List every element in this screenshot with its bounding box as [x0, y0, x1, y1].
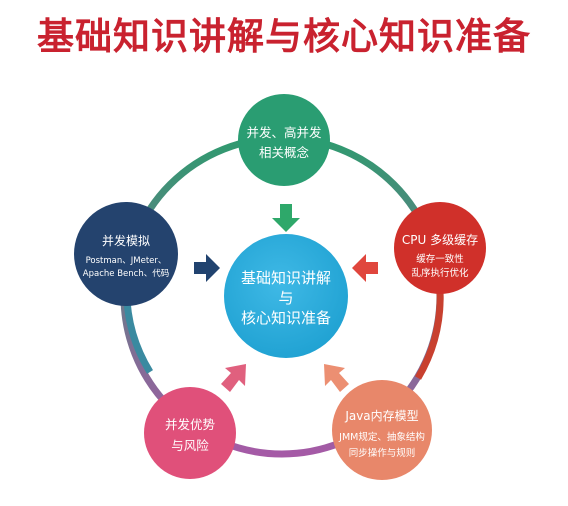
node-title-line: 与风险: [171, 438, 209, 453]
node-sub-line: 缓存一致性: [416, 253, 464, 265]
node-circle: [144, 387, 236, 479]
node-concurrency-risks: 并发优势 与风险: [144, 387, 236, 479]
node-sub-line: 乱序执行优化: [411, 267, 469, 279]
arrow-up-right-icon: [221, 364, 246, 392]
center-line-2: 与: [278, 289, 293, 307]
arrow-down-icon: [272, 204, 300, 232]
node-title-line: CPU 多级缓存: [402, 233, 478, 247]
node-circle: [74, 202, 178, 306]
node-sub-line: 同步操作与规则: [349, 447, 416, 459]
node-circle: [332, 380, 432, 480]
node-java-memory-model: Java内存模型 JMM规定、抽象结构 同步操作与规则: [332, 380, 432, 480]
center-circle: [224, 234, 348, 358]
arrow-left-icon: [352, 254, 378, 282]
center-line-1: 基础知识讲解: [241, 269, 331, 287]
node-sub-line: JMM规定、抽象结构: [338, 431, 425, 443]
node-title-line: 并发优势: [165, 417, 216, 432]
page-title: 基础知识讲解与核心知识准备: [37, 15, 531, 58]
center-line-3: 核心知识准备: [241, 309, 331, 327]
node-title-line: 相关概念: [259, 145, 310, 160]
arrow-up-left-icon: [324, 364, 349, 392]
node-sub-line: Apache Bench、代码: [83, 268, 169, 279]
node-title-line: 并发、高并发: [246, 125, 322, 140]
node-title-line: 并发模拟: [102, 233, 150, 248]
node-concurrency-simulation: 并发模拟 Postman、JMeter、 Apache Bench、代码: [74, 202, 178, 306]
node-title-line: Java内存模型: [344, 409, 418, 423]
arrow-right-icon: [194, 254, 220, 282]
node-cpu-cache: CPU 多级缓存 缓存一致性 乱序执行优化: [394, 202, 486, 294]
node-circle: [394, 202, 486, 294]
node-concurrency-concepts: 并发、高并发 相关概念: [238, 94, 330, 186]
node-sub-line: Postman、JMeter、: [86, 256, 167, 266]
node-circle: [238, 94, 330, 186]
